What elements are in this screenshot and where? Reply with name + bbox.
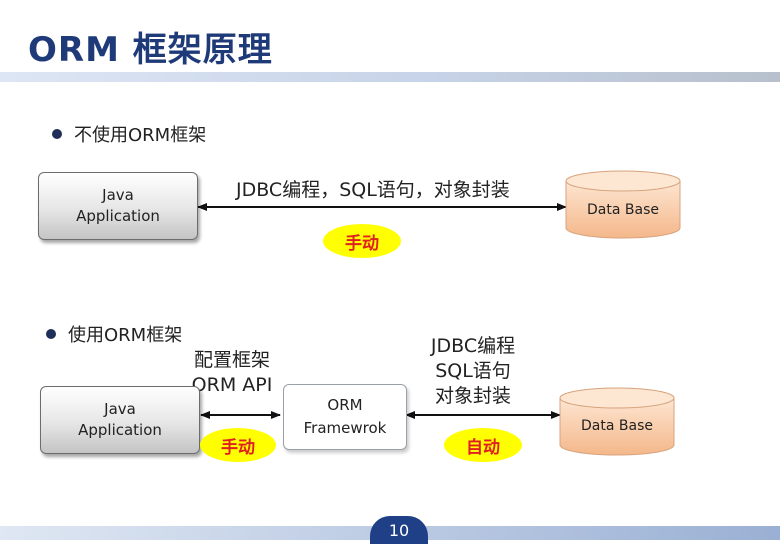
- section1-bullet: 不使用ORM框架: [52, 121, 206, 147]
- page-title: ORM 框架原理: [28, 30, 273, 70]
- section2-config-label: 配置框架 ORM API: [180, 348, 284, 398]
- jdbc-label-line3: 对象封装: [434, 385, 511, 407]
- section2-database-cylinder: [559, 387, 675, 456]
- page-number: 10: [370, 516, 428, 544]
- orm-line2: Framewrok: [303, 419, 387, 437]
- config-label-line1: 配置框架: [193, 349, 270, 371]
- orm-framework-box: ORM Framewrok: [283, 384, 407, 450]
- section2-jdbc-label: JDBC编程 SQL语句 对象封装: [418, 334, 528, 409]
- section2-app-line2: Application: [78, 421, 162, 439]
- section2-manual-badge: 手动: [200, 428, 276, 462]
- section1-manual-badge: 手动: [323, 224, 401, 258]
- jdbc-label-line1: JDBC编程: [430, 335, 516, 357]
- jdbc-label-line2: SQL语句: [435, 360, 511, 382]
- section1-java-application-box: Java Application: [38, 172, 198, 240]
- section1-app-line1: Java: [102, 186, 134, 204]
- bullet-dot-icon: [46, 329, 56, 339]
- section2-java-application-box: Java Application: [40, 386, 200, 454]
- section2-bullet: 使用ORM框架: [46, 321, 182, 347]
- section1-database-label: Data Base: [587, 202, 659, 218]
- section1-database-cylinder: [565, 170, 681, 239]
- section1-jdbc-label: JDBC编程，SQL语句，对象封装: [236, 179, 510, 201]
- section1-bullet-text: 不使用ORM框架: [74, 125, 207, 146]
- section2-database-label: Data Base: [581, 418, 653, 434]
- bullet-dot-icon: [52, 129, 62, 139]
- config-label-line2: ORM API: [191, 374, 273, 396]
- orm-line1: ORM: [327, 396, 363, 414]
- section2-app-line1: Java: [104, 400, 136, 418]
- section2-auto-badge: 自动: [444, 428, 522, 462]
- section1-app-line2: Application: [76, 207, 160, 225]
- title-underline-bar: [0, 72, 780, 82]
- section2-bullet-text: 使用ORM框架: [68, 325, 183, 346]
